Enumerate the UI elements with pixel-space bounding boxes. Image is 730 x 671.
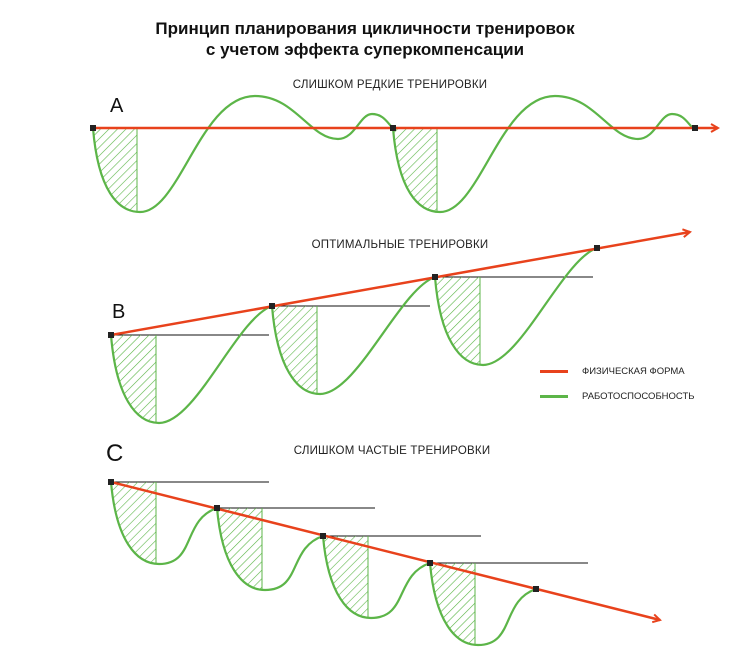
fatigue-hatch <box>430 563 475 645</box>
fatigue-hatch <box>111 482 156 564</box>
fitness-line <box>110 232 690 337</box>
fatigue-hatch <box>111 335 156 423</box>
legend-green-swatch <box>540 395 568 398</box>
training-point <box>108 479 114 485</box>
performance-curve <box>270 275 436 396</box>
training-point <box>533 586 539 592</box>
legend-performance-label: РАБОТОСПОСОБНОСТЬ <box>582 391 695 402</box>
performance-curve <box>91 94 394 214</box>
panel-b-label: ОПТИМАЛЬНЫЕ ТРЕНИРОВКИ <box>311 239 489 251</box>
panel-b-letter: B <box>112 301 126 323</box>
training-point <box>90 125 96 131</box>
performance-curve <box>215 507 324 592</box>
panel-a-letter: A <box>110 95 124 117</box>
legend-fitness-label: ФИЗИЧЕСКАЯ ФОРМА <box>582 366 685 377</box>
panel-c-letter: C <box>106 440 124 467</box>
training-point <box>432 274 438 280</box>
fatigue-hatch <box>272 306 317 394</box>
performance-curve <box>109 304 273 425</box>
title-line-2: с учетом эффекта суперкомпенсации <box>205 40 525 59</box>
performance-curve <box>428 562 537 647</box>
legend-fitness: ФИЗИЧЕСКАЯ ФОРМА <box>540 366 685 377</box>
title-line-1: Принцип планирования цикличности трениро… <box>155 19 575 38</box>
training-point <box>108 332 114 338</box>
training-point <box>427 560 433 566</box>
training-point <box>692 125 698 131</box>
legend-red-swatch <box>540 370 568 373</box>
panel-a-label: СЛИШКОМ РЕДКИЕ ТРЕНИРОВКИ <box>292 79 488 91</box>
legend-performance: РАБОТОСПОСОБНОСТЬ <box>540 391 695 402</box>
training-point <box>214 505 220 511</box>
training-point <box>269 303 275 309</box>
panel-c-label: СЛИШКОМ ЧАСТЫЕ ТРЕНИРОВКИ <box>293 445 491 457</box>
fatigue-hatch <box>93 128 137 211</box>
performance-curve <box>433 246 598 367</box>
performance-curve <box>321 535 431 620</box>
fatigue-hatch <box>323 536 368 618</box>
training-point <box>594 245 600 251</box>
fatigue-hatch <box>435 277 480 365</box>
performance-curve <box>391 94 694 214</box>
training-point <box>320 533 326 539</box>
diagram-title: Принцип планирования цикличности трениро… <box>0 18 730 60</box>
fitness-line <box>110 480 660 620</box>
fatigue-hatch <box>217 508 262 590</box>
fatigue-hatch <box>393 128 437 211</box>
training-point <box>390 125 396 131</box>
performance-curve <box>109 481 218 566</box>
